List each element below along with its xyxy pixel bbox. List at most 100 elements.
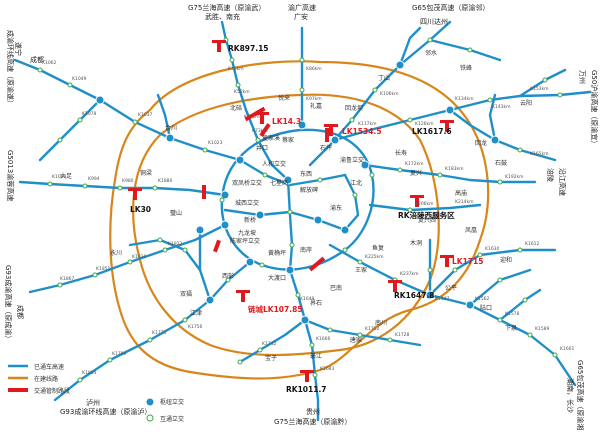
svg-text:迎和: 迎和: [500, 256, 512, 264]
label-yanjiang: 沿江高速: [558, 168, 567, 196]
svg-text:LK14.3: LK14.3: [272, 117, 301, 126]
label-chengdu-sw: 成都: [16, 305, 25, 319]
label-g75-south: G75兰海高速（原渝黔）: [274, 417, 351, 426]
marker-lk1534[interactable]: LK1534.5: [324, 124, 382, 136]
svg-text:回龙坝: 回龙坝: [345, 104, 363, 112]
svg-text:江津: 江津: [190, 310, 202, 317]
inner-link-c: [286, 178, 294, 272]
hub-interchanges: [95, 60, 500, 325]
label-g93-chengdu: G93成渝高速（原成渝）: [4, 265, 13, 342]
svg-text:下泉: 下泉: [505, 324, 517, 332]
inner-link-d: [343, 173, 360, 232]
outer-loop-road: [109, 60, 490, 380]
km-label: K1702: [365, 326, 380, 332]
marker-rk-service[interactable]: RK涪陵西服务区: [398, 195, 455, 220]
svg-text:LK1715: LK1715: [452, 257, 483, 266]
marker-lk14[interactable]: LK14.3: [255, 112, 301, 126]
label-g65-north: G65包茂高速（原渝邻）: [412, 3, 489, 12]
km-labels: K40kmK52kmK61kmK73kmK86kmK97kmK106kmK117…: [42, 60, 575, 376]
km-label: K73km: [252, 128, 268, 134]
svg-text:西彭: 西彭: [222, 272, 234, 280]
km-label: K1728: [395, 332, 410, 338]
label-luzhou: 泸州: [86, 398, 100, 407]
nw-branch: [38, 98, 102, 162]
label-hunan: 湖南，长沙: [566, 378, 575, 413]
marker-rk1647[interactable]: RK1647.8: [388, 280, 435, 300]
g65-north-branch: [398, 26, 422, 67]
svg-text:复兴: 复兴: [410, 169, 422, 177]
svg-text:陆口: 陆口: [480, 304, 492, 312]
km-label: K1851: [96, 266, 111, 272]
svg-text:璧山: 璧山: [170, 209, 182, 217]
svg-text:童家溪: 童家溪: [262, 134, 280, 142]
svg-text:邻水: 邻水: [425, 49, 437, 57]
svg-text:永川: 永川: [110, 249, 122, 257]
svg-text:RK1011.7: RK1011.7: [286, 385, 327, 394]
nw-branch-2: [156, 93, 172, 140]
marker-lk30[interactable]: LK30: [128, 188, 151, 214]
g93-loop-highway: [53, 260, 252, 402]
km-label: K1589: [535, 326, 550, 332]
svg-text:井口: 井口: [256, 144, 268, 152]
label-g93-loop: G93成渝环线高速（原渝泸）: [60, 407, 151, 416]
km-label: K1008: [52, 174, 67, 180]
legend-hub-swatch: [145, 397, 155, 407]
km-label: K1547: [435, 296, 450, 302]
svg-text:界石: 界石: [310, 300, 322, 307]
marker-lk1715[interactable]: LK1715: [440, 255, 483, 267]
svg-text:七星岗: 七星岗: [270, 179, 288, 187]
svg-text:高庙: 高庙: [455, 189, 467, 197]
km-label: K1836: [132, 254, 147, 260]
km-label: K1601: [560, 346, 575, 352]
chengyu-spur-highway: [13, 58, 242, 162]
exit-interchanges: [37, 37, 563, 383]
km-label: K225km: [365, 254, 384, 260]
svg-text:丁山: 丁山: [378, 74, 390, 82]
label-wanzhou: 万州: [578, 70, 586, 84]
svg-text:复兴西: 复兴西: [418, 216, 436, 224]
km-label: K1742: [262, 341, 277, 347]
label-g65-south: G65包茂高速（原渝湘）: [576, 360, 585, 431]
marker-rk897[interactable]: RK897.15: [212, 40, 269, 53]
marker-lk107[interactable]: 链城LK107.85: [236, 290, 303, 314]
km-label: K86km: [306, 66, 322, 72]
km-label: K1578: [505, 311, 520, 317]
legend-hub-label: 枢纽立交: [160, 398, 184, 406]
km-label: K52km: [234, 89, 250, 95]
km-label: K153km: [530, 86, 549, 92]
km-label: K1562: [475, 296, 490, 302]
marker-lk1617[interactable]: LK1617.6: [412, 120, 454, 136]
km-label: K980: [122, 178, 134, 184]
svg-text:LK1617.6: LK1617.6: [412, 127, 452, 136]
km-label: K1789: [112, 351, 127, 357]
svg-text:宝子: 宝子: [265, 354, 277, 362]
g50-branch-c: [488, 93, 497, 142]
km-label: K117km: [358, 121, 377, 127]
svg-text:石鼓: 石鼓: [495, 159, 507, 167]
km-label: K206km: [415, 201, 434, 207]
km-label: K1666: [316, 336, 331, 342]
svg-text:双福: 双福: [180, 290, 192, 298]
marker-rk1011[interactable]: RK1011.7: [286, 370, 327, 394]
svg-text:蔡家: 蔡家: [282, 136, 294, 144]
km-label: K172km: [405, 161, 424, 167]
svg-text:木洞: 木洞: [410, 239, 422, 247]
svg-text:鱼复: 鱼复: [372, 244, 384, 252]
svg-text:LK30: LK30: [130, 205, 151, 214]
legend-built-label: 已通车高速: [34, 363, 64, 371]
outer-ring-road: [132, 93, 440, 357]
label-yuguang: 渝广高速: [288, 3, 316, 12]
svg-text:唐家: 唐家: [350, 336, 362, 344]
svg-text:南川: 南川: [375, 319, 387, 327]
km-label: K126km: [415, 121, 434, 127]
km-label: K1867: [60, 276, 75, 282]
km-label: K97km: [306, 96, 322, 102]
svg-text:回龙: 回龙: [475, 139, 487, 147]
label-sichuan-dazhou: 四川达州: [420, 17, 448, 26]
svg-text:凤凰: 凤凰: [465, 227, 477, 234]
svg-text:九龙坡: 九龙坡: [238, 229, 256, 237]
km-label: K1880: [158, 178, 173, 184]
label-chengyu-spur: 成渝环线高速（原渝遂）: [6, 30, 15, 107]
inner-link-a: [238, 158, 347, 187]
